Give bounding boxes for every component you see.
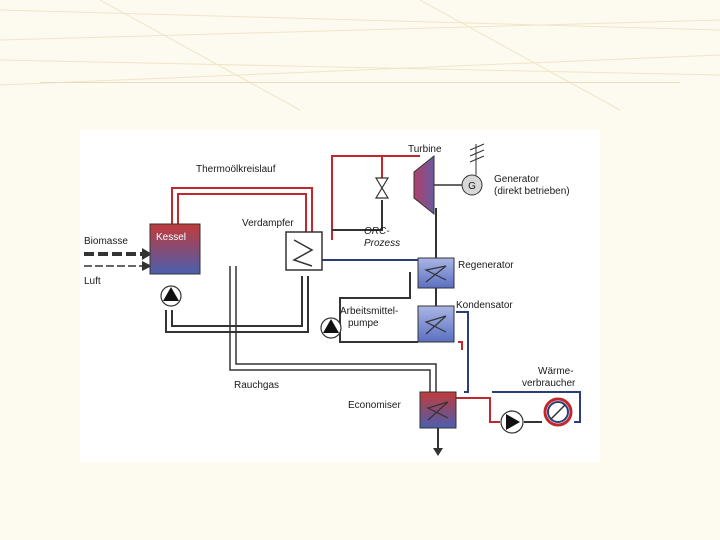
bypass-valve: [374, 177, 390, 199]
label-generator-line2: (direkt betrieben): [494, 186, 570, 197]
label-orc-line2: Prozess: [364, 238, 400, 249]
orc-working-fluid-lines: [165, 155, 437, 343]
label-regenerator: Regenerator: [458, 260, 514, 271]
label-economiser: Economiser: [348, 400, 401, 411]
flue-gas-line: [229, 266, 437, 392]
heat-consumer: [543, 397, 573, 427]
background-decoration: [0, 0, 720, 111]
label-condenser: Kondensator: [456, 300, 513, 311]
label-working-pump-line1: Arbeitsmittel-: [340, 306, 398, 317]
label-generator-line1: Generator: [494, 174, 540, 185]
label-heat-consumer-line2: verbraucher: [522, 378, 576, 389]
label-boiler: Kessel: [156, 232, 186, 243]
turbine: [413, 154, 435, 216]
label-thermal-oil-loop: Thermoölkreislauf: [196, 164, 276, 175]
ground-icon: [469, 143, 485, 175]
label-air: Luft: [84, 276, 101, 287]
air-inlet-arrow: [84, 261, 152, 271]
condenser-heat-exchanger: [417, 305, 455, 343]
label-evaporator: Verdampfer: [242, 218, 294, 229]
label-heat-consumer-line1: Wärme-: [538, 366, 574, 377]
economiser-heat-exchanger: [419, 391, 457, 456]
label-orc-line1: ORC-: [364, 226, 390, 237]
boiler: [149, 223, 201, 275]
evaporator-heat-exchanger: [285, 231, 323, 271]
label-turbine: Turbine: [408, 144, 442, 155]
label-working-pump-line2: pumpe: [348, 318, 379, 329]
heat-consumer-circuit: [452, 311, 581, 423]
thermal-oil-pump: [160, 285, 182, 307]
heat-consumer-pump: [500, 410, 524, 434]
biomass-inlet-arrow: [84, 248, 152, 260]
regenerator-heat-exchanger: [417, 257, 455, 289]
label-biomass: Biomasse: [84, 236, 128, 247]
working-fluid-pump: [320, 317, 342, 339]
divider: [40, 82, 680, 83]
generator: G: [461, 174, 483, 196]
label-flue-gas: Rauchgas: [234, 380, 279, 391]
orc-process-diagram: G Turbine The: [80, 130, 600, 462]
generator-symbol: G: [468, 181, 476, 192]
